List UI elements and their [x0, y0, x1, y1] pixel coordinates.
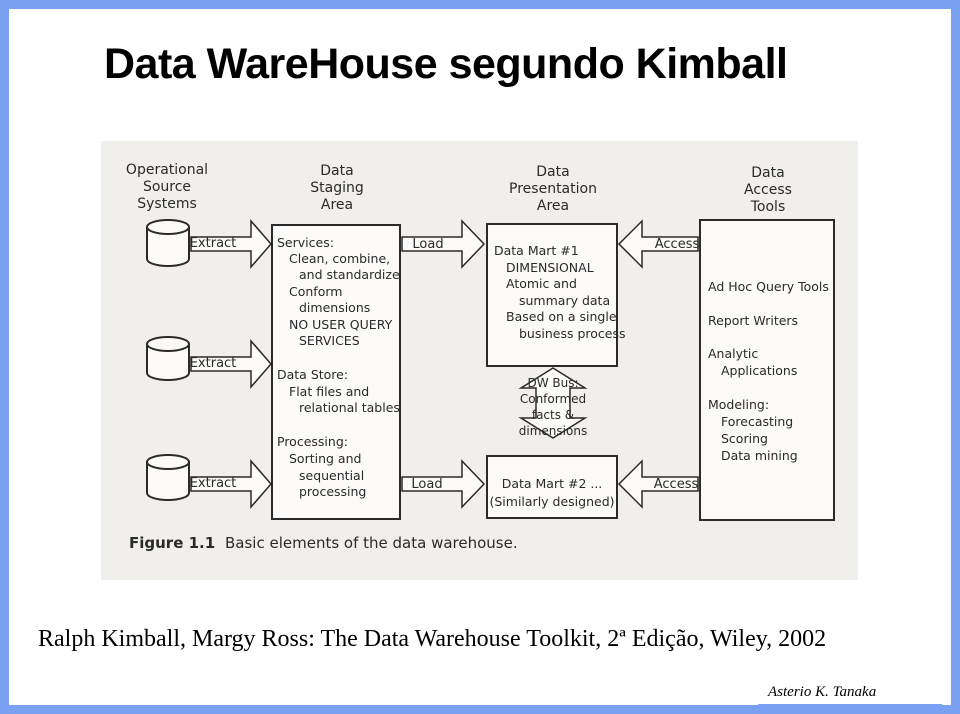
processing-item: Sorting and	[289, 451, 361, 466]
processing-item: processing	[299, 484, 366, 499]
slide-title: Data WareHouse segundo Kimball	[104, 40, 788, 88]
services-item: Clean, combine,	[289, 251, 390, 266]
data-mart-1-line: Atomic and	[506, 276, 577, 291]
header-access-line-3: Tools	[750, 199, 786, 215]
dw-bus-line: DW Bus:	[527, 376, 578, 390]
tool-ad-hoc: Ad Hoc Query Tools	[708, 279, 829, 294]
header-staging-line-2: Staging	[310, 180, 364, 196]
database-icon	[146, 336, 190, 381]
tool-analytic: Applications	[721, 363, 797, 378]
access-tools-box: Ad Hoc Query Tools Report Writers Analyt…	[699, 219, 835, 521]
data-mart-2-line: (Similarly designed)	[489, 494, 614, 509]
services-item: NO USER QUERY	[289, 317, 393, 332]
access-arrow: Access	[617, 219, 700, 269]
processing-item: sequential	[299, 468, 364, 483]
header-staging: Data Staging Area	[310, 163, 364, 213]
header-source-line-2: Source	[143, 179, 191, 195]
services-item: dimensions	[299, 300, 370, 315]
access-label: Access	[655, 237, 700, 252]
store-item: Flat files and	[289, 384, 369, 399]
kimball-dw-diagram: Operational Source Systems Data Staging …	[126, 162, 835, 552]
store-title: Data Store:	[277, 367, 348, 382]
author-name: Asterio K. Tanaka	[768, 684, 877, 700]
access-label: Access	[654, 477, 699, 492]
dw-bus-line: facts &	[532, 408, 574, 422]
header-presentation: Data Presentation Area	[509, 164, 597, 214]
dw-bus-line: Conformed	[520, 392, 586, 406]
extract-label: Extract	[190, 476, 237, 491]
services-item: Conform	[289, 284, 342, 299]
header-staging-line-3: Area	[321, 197, 353, 213]
data-mart-1-box: Data Mart #1 DIMENSIONAL Atomic and summ…	[486, 223, 626, 367]
database-icon	[146, 454, 190, 501]
extract-label: Extract	[190, 356, 237, 371]
extract-arrow: Extract	[190, 338, 272, 390]
figure-caption-text: Basic elements of the data warehouse.	[225, 534, 518, 552]
load-arrow: Load	[401, 219, 486, 269]
header-staging-line-1: Data	[320, 163, 353, 179]
figure-caption-label: Figure 1.1	[129, 534, 215, 552]
extract-arrow: Extract	[190, 458, 272, 510]
tool-modeling-item: Data mining	[721, 448, 798, 463]
dw-bus-arrow: DW Bus: Conformed facts & dimensions	[518, 367, 588, 439]
store-item: relational tables	[299, 400, 400, 415]
database-icon	[146, 219, 190, 267]
tool-analytic: Analytic	[708, 346, 758, 361]
load-arrow: Load	[401, 459, 486, 509]
header-presentation-line-2: Presentation	[509, 181, 597, 197]
header-source-line-3: Systems	[137, 196, 197, 212]
header-access: Data Access Tools	[744, 165, 792, 215]
extract-label: Extract	[190, 236, 237, 251]
citation: Ralph Kimball, Margy Ross: The Data Ware…	[38, 626, 827, 652]
header-access-line-1: Data	[751, 165, 784, 181]
data-mart-2-line: Data Mart #2 ...	[502, 476, 603, 491]
services-title: Services:	[277, 235, 334, 250]
data-mart-1-line: Based on a single	[506, 309, 617, 324]
extract-arrow: Extract	[190, 218, 272, 270]
header-presentation-line-3: Area	[537, 198, 569, 214]
services-item: SERVICES	[299, 333, 360, 348]
header-source-line-1: Operational	[126, 162, 208, 178]
load-label: Load	[412, 237, 443, 252]
tool-report-writers: Report Writers	[708, 313, 798, 328]
footer-separator	[758, 704, 942, 706]
access-arrow: Access	[617, 459, 699, 509]
tool-modeling-title: Modeling:	[708, 397, 769, 412]
header-presentation-line-1: Data	[536, 164, 569, 180]
tool-modeling-item: Scoring	[721, 431, 768, 446]
data-mart-1-line: summary data	[519, 293, 610, 308]
processing-title: Processing:	[277, 434, 348, 449]
load-label: Load	[411, 477, 442, 492]
dw-bus-line: dimensions	[519, 424, 587, 438]
services-item: and standardize	[299, 267, 400, 282]
header-source: Operational Source Systems	[126, 162, 208, 212]
data-mart-1-line: DIMENSIONAL	[506, 260, 594, 275]
data-mart-1-line: business process	[519, 326, 626, 341]
tool-modeling-item: Forecasting	[721, 414, 793, 429]
data-mart-2-box: Data Mart #2 ... (Similarly designed)	[486, 455, 618, 519]
staging-area-box: Services: Clean, combine, and standardiz…	[271, 224, 401, 520]
header-access-line-2: Access	[744, 182, 792, 198]
data-mart-1-line: Data Mart #1	[494, 243, 579, 258]
